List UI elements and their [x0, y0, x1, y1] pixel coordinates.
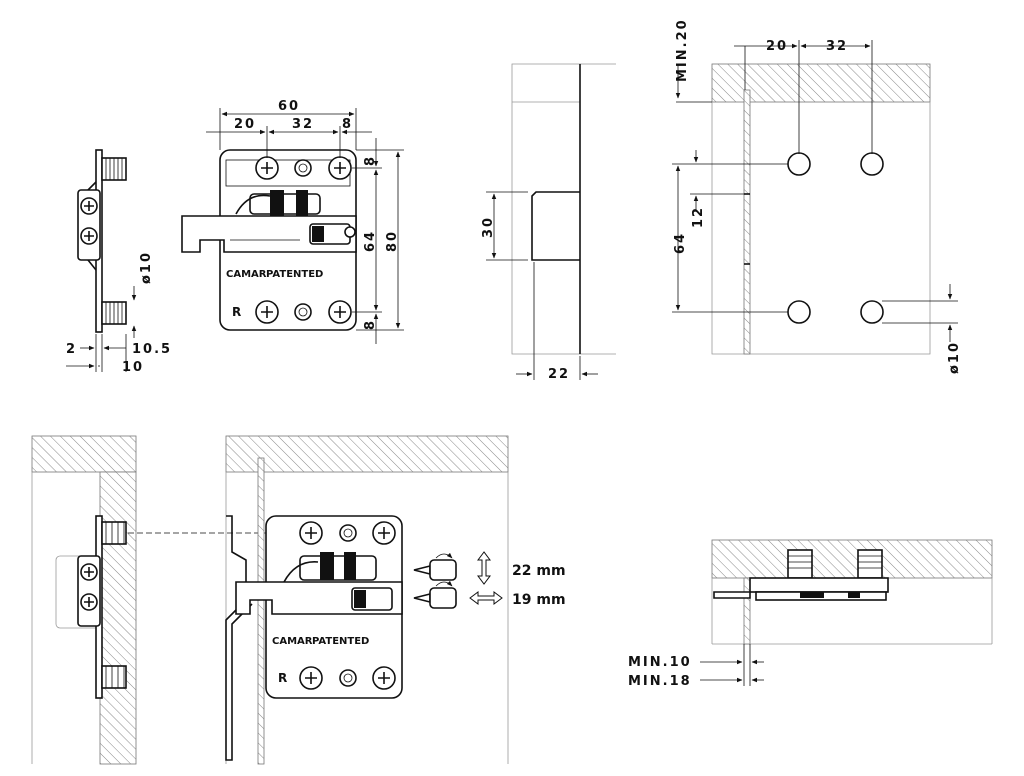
- front-brand-tag: PATENTED: [266, 269, 323, 280]
- front-view: CAMAR PATENTED R 60 20 32 8 8 64 80 8: [181, 99, 404, 344]
- installed-side-view: [31, 435, 296, 765]
- front-h-mid: 64: [363, 230, 378, 252]
- drill-x-b: 32: [826, 39, 848, 54]
- front-w-c: 8: [342, 117, 353, 132]
- installed-front-view: CAMAR PATENTED R 22 mm 19 mm: [225, 435, 566, 765]
- drill-y-small: 12: [691, 206, 706, 228]
- cutout-view: 30 22: [481, 63, 616, 382]
- front-hanger-body: CAMAR PATENTED R: [181, 149, 357, 331]
- horizontal-arrow-icon: [469, 591, 503, 605]
- adjust-horizontal-label: 19 mm: [512, 592, 566, 608]
- top-min-b: MIN.18: [628, 674, 692, 689]
- cutout-h-label: 30: [481, 216, 496, 238]
- installed-brand-tag: PATENTED: [312, 636, 369, 647]
- drill-x-a: 20: [766, 39, 788, 54]
- front-w-b: 32: [292, 117, 314, 132]
- front-h-top: 8: [363, 155, 378, 166]
- front-brand-name: CAMAR: [226, 269, 267, 280]
- front-w-total: 60: [278, 99, 300, 114]
- top-view: MIN.10 MIN.18: [628, 539, 993, 689]
- cutout-w-label: 22: [548, 367, 570, 382]
- side-view: ø10 2 10.5 10: [66, 149, 172, 375]
- front-h-total: 80: [385, 230, 400, 252]
- side-dim-a: 2: [66, 342, 77, 357]
- installed-side-mark: R: [278, 671, 287, 685]
- side-dia-label: ø10: [139, 251, 154, 284]
- top-min-a: MIN.10: [628, 655, 692, 670]
- drill-y-span: 64: [673, 232, 688, 254]
- drill-view: 20 32 MIN.20 64 12 ø10: [672, 18, 962, 374]
- front-side-mark: R: [232, 305, 241, 319]
- side-bracket: [77, 149, 127, 333]
- adjust-vertical-label: 22 mm: [512, 563, 566, 579]
- drill-min-top: MIN.20: [675, 18, 690, 82]
- installed-brand-name: CAMAR: [272, 636, 313, 647]
- front-h-bot: 8: [363, 319, 378, 330]
- drill-dia: ø10: [947, 341, 962, 374]
- screwdriver-icon: [413, 552, 457, 581]
- side-dim-b: 10.5: [132, 342, 172, 357]
- vertical-arrow-icon: [477, 551, 491, 585]
- screwdriver-icon: [413, 580, 457, 609]
- front-w-a: 20: [234, 117, 256, 132]
- side-dim-c: 10: [122, 360, 144, 375]
